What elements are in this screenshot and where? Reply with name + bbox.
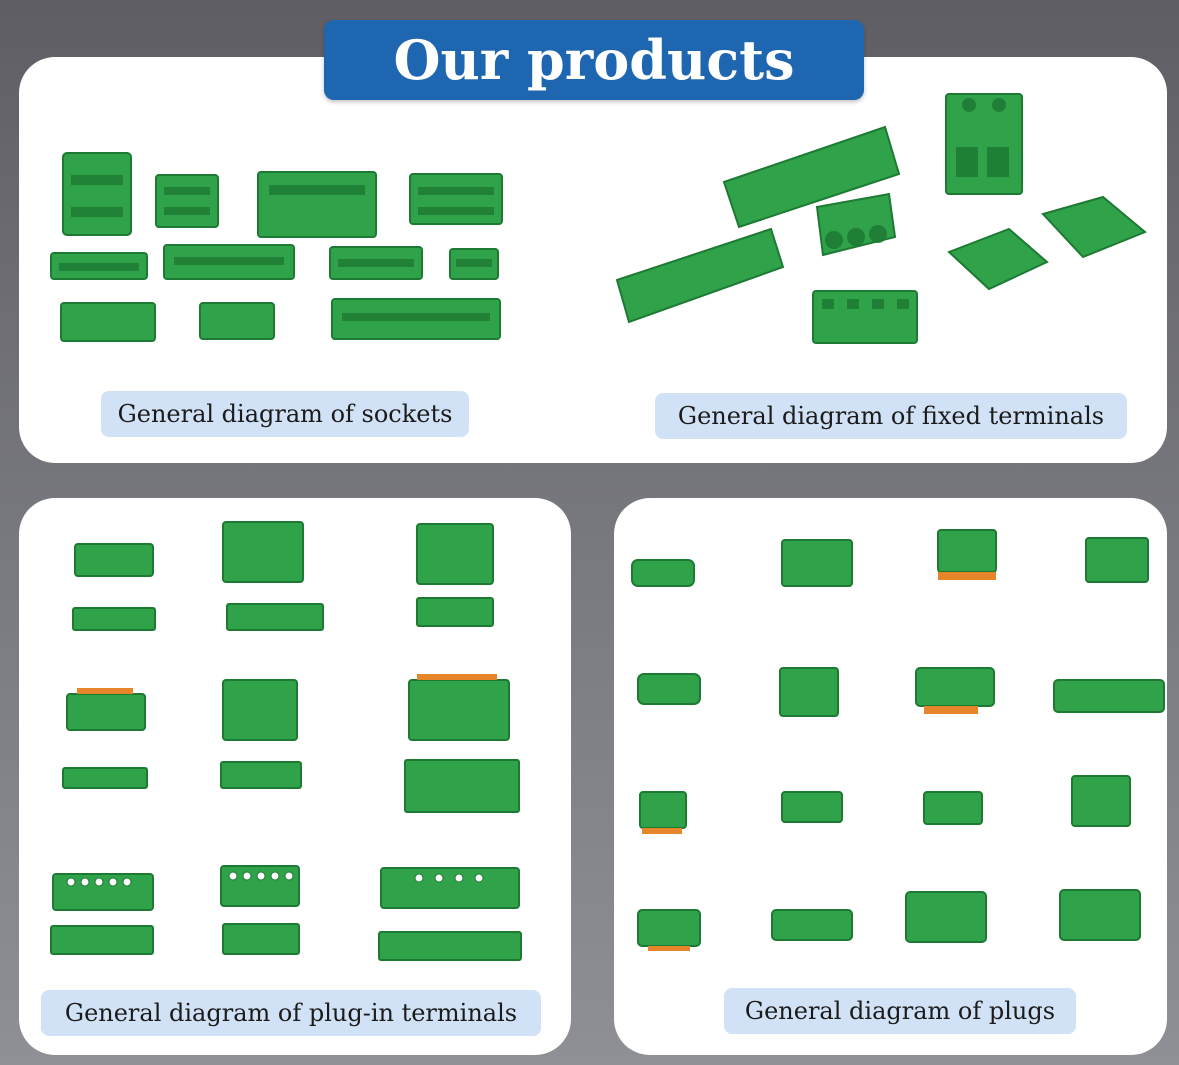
terminal-angled bbox=[947, 227, 1049, 291]
terminal-long-2 bbox=[615, 227, 785, 324]
socket-tall-1 bbox=[62, 152, 132, 236]
caption-plug-in-terminals: General diagram of plug-in terminals bbox=[41, 990, 541, 1036]
plug-in-terminals-illustration bbox=[50, 521, 522, 961]
caption-plugs: General diagram of plugs bbox=[724, 988, 1076, 1034]
panel-plug-in-terminals: General diagram of plug-in terminals bbox=[19, 498, 571, 1055]
panel-plugs: General diagram of plugs bbox=[614, 498, 1167, 1055]
terminal-tall bbox=[945, 93, 1023, 195]
fixed-terminal-products bbox=[615, 93, 1147, 344]
terminal-4 bbox=[1041, 195, 1147, 259]
page-title: Our products bbox=[324, 20, 864, 100]
panel-sockets-fixed: General diagram of sockets General diagr… bbox=[19, 57, 1167, 463]
top-products-illustration bbox=[50, 93, 1147, 344]
socket-3 bbox=[257, 171, 377, 238]
caption-fixed-terminals: General diagram of fixed terminals bbox=[655, 393, 1127, 439]
socket-4 bbox=[409, 173, 503, 225]
terminal-long-1 bbox=[722, 125, 901, 229]
plugs-illustration bbox=[631, 529, 1165, 951]
socket-10 bbox=[199, 302, 275, 340]
socket-2 bbox=[155, 174, 219, 228]
caption-sockets: General diagram of sockets bbox=[101, 391, 469, 437]
socket-9 bbox=[60, 302, 156, 342]
terminal-5 bbox=[812, 290, 918, 344]
